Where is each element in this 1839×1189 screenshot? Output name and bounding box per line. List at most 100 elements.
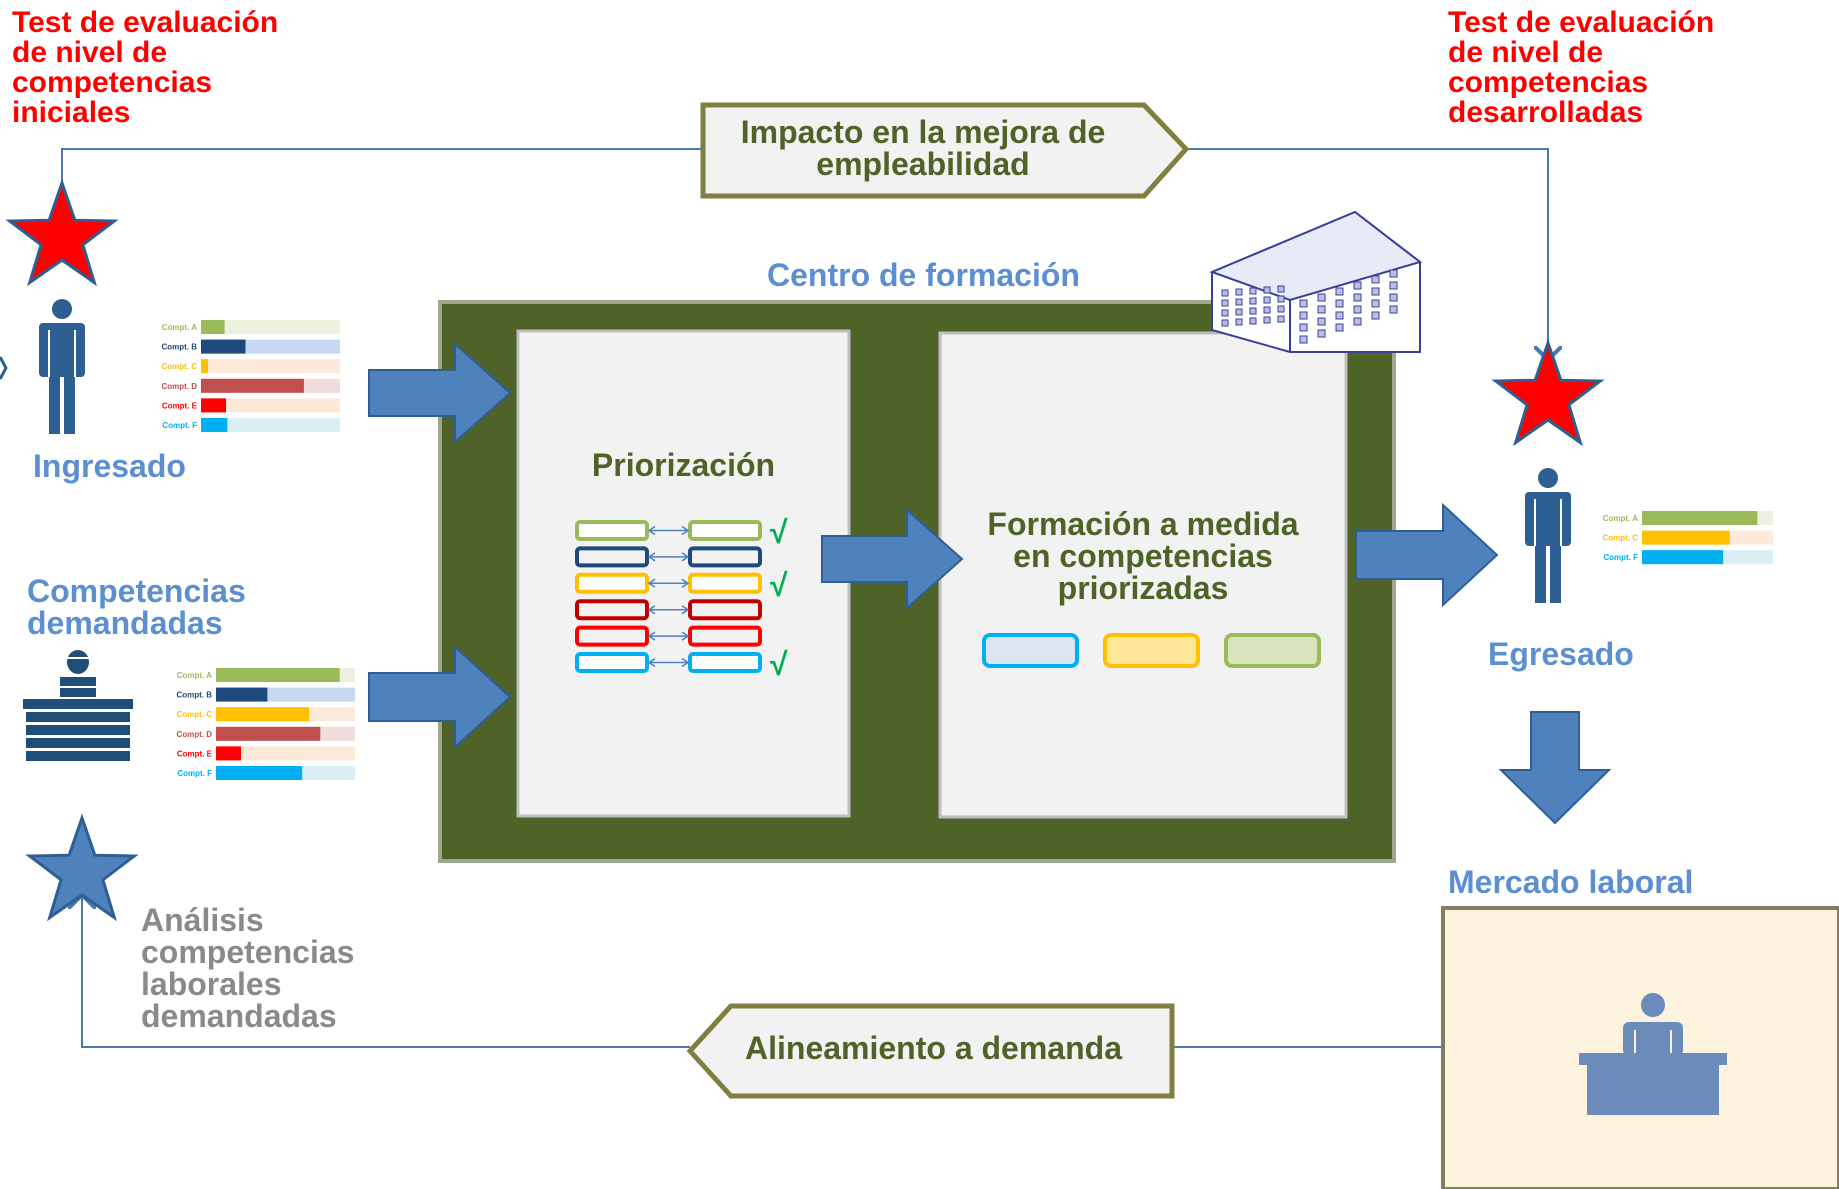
building-window [1235,308,1243,316]
building-window [1335,311,1344,320]
competency-label: Compt. C [176,710,212,719]
building-window [1389,281,1398,290]
competency-bar-fill [1642,530,1730,545]
desk-person-icon [1579,993,1727,1115]
competency-label: Compt. F [162,421,197,430]
competency-label: Compt. D [161,382,197,391]
building-window [1317,305,1326,314]
competency-bar-fill [201,418,228,432]
priority-link-arrows [647,525,690,536]
building-window [1335,287,1344,296]
building-window [1353,317,1362,326]
competency-label: Compt. F [1603,553,1638,562]
competency-bar-fill [1642,550,1724,565]
star-icon [1491,338,1605,447]
person-icon [39,299,85,434]
competency-bar-track [201,418,340,432]
building-window [1335,323,1344,332]
arrow-formacion-egresado [1355,502,1499,608]
centro-label: Centro de formación [767,257,1080,293]
arrow-demandadas [368,644,512,750]
competency-bar-track [201,359,340,374]
priority-link-arrows [647,605,690,615]
competency-label: Compt. C [1602,534,1638,543]
priorizacion-panel [516,329,851,818]
building-icon [1209,210,1423,353]
check-icon: √ [770,514,788,550]
building-window [1317,317,1326,326]
building-window [1335,299,1344,308]
building-window [1235,318,1243,326]
prioritized-list: √ √ √ [575,514,788,682]
building-window [1277,295,1285,303]
building-window [1317,329,1326,338]
building-window [1389,293,1398,302]
competency-bar-fill [216,707,310,722]
building-window [1221,319,1229,327]
alineamiento-shape [686,1003,1175,1099]
building-window [1277,285,1285,293]
competency-bar-fill [201,398,226,413]
formacion-chip-green [1224,633,1321,668]
priority-right-item [688,572,762,594]
competency-bar-track [201,320,340,334]
competency-label: Compt. B [161,343,197,352]
competency-bar-fill [1642,511,1758,525]
test-desarrollado-label: Test de evaluación de nivel de competenc… [1448,6,1715,129]
building-window [1353,305,1362,314]
priority-left-item [575,520,649,541]
priority-left-item [575,625,649,647]
priority-left-item [575,546,649,568]
formacion-chip-yellow [1103,633,1200,668]
impacto-shape [700,102,1190,199]
priority-right-item [688,625,762,647]
priority-left-item [575,572,649,594]
building-window [1263,296,1271,304]
star-icon [5,178,119,287]
competencias-demandadas-label: Competencias demandadas [27,573,246,641]
building-window [1263,306,1271,314]
building-window [1299,335,1308,344]
analisis-label: Análisis competencias laborales demandad… [141,902,355,1034]
building-window [1249,317,1257,325]
competency-bar-fill [201,359,208,374]
competency-label: Compt. E [177,749,213,758]
competency-bar-fill [201,378,304,393]
building-window [1221,309,1229,317]
building-window [1371,275,1380,284]
check-icon: √ [770,646,788,682]
building-window [1389,269,1398,278]
competency-bar-fill [216,746,241,761]
building-window [1263,316,1271,324]
competency-label: Compt. D [176,730,212,739]
formacion-label: Formación a medida en competencias prior… [987,506,1299,606]
competency-bar-fill [216,766,303,780]
arrow-priorizacion-formacion [821,507,964,611]
building-window [1221,299,1229,307]
competency-bar-fill [201,320,225,334]
check-icon: √ [770,567,788,603]
priority-link-arrows [647,552,690,562]
building-window [1221,289,1229,297]
building-window [1389,305,1398,314]
alineamiento-label: Alineamiento a demanda [745,1030,1122,1066]
person-icon [1525,468,1571,603]
building-window [1249,307,1257,315]
priorizacion-label: Priorización [591,447,776,483]
worker-icon [23,650,133,761]
building-window [1249,297,1257,305]
building-window [1371,287,1380,296]
building-window [1235,298,1243,306]
building-window [1277,315,1285,323]
competency-label: Compt. F [177,769,212,778]
building-window [1263,286,1271,294]
priority-right-item [688,520,762,541]
building-window [1371,311,1380,320]
formacion-panel [938,331,1348,819]
formacion-chip-blue [982,633,1079,668]
priority-link-arrows [647,657,690,668]
